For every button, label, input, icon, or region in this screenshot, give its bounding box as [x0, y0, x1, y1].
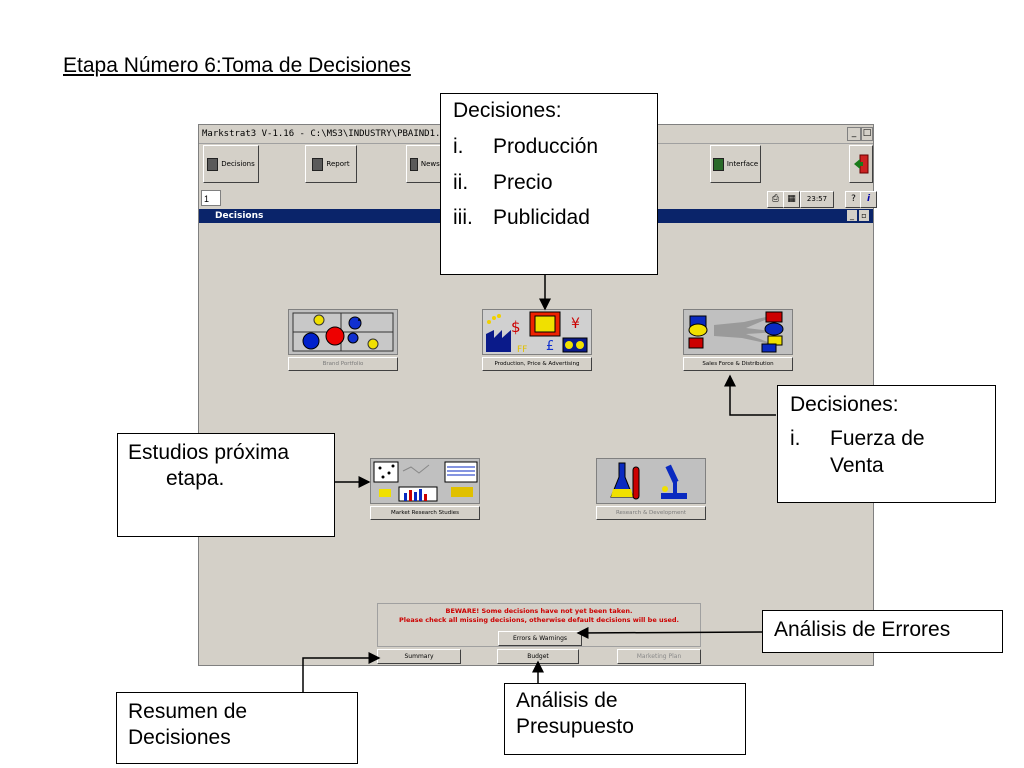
research-development-label: Research & Development	[596, 506, 706, 520]
interface-icon	[712, 157, 724, 171]
markstrat-window: Markstrat3 V-1.16 - C:\MS3\INDUSTRY\PBAI…	[198, 124, 877, 666]
help-button[interactable]: ?	[845, 191, 862, 208]
decisiones-heading: Decisiones:	[453, 99, 562, 122]
market-research-studies-label: Market Research Studies	[370, 506, 480, 520]
exit-door-icon	[854, 154, 869, 174]
brand-portfolio-module[interactable]: Brand Portfolio	[288, 309, 398, 371]
brand-portfolio-label: Brand Portfolio	[288, 357, 398, 371]
warning-panel: BEWARE! Some decisions have not yet been…	[377, 603, 701, 647]
list-item-text: Precio	[493, 170, 553, 194]
sales-force-distribution-label: Sales Force & Distribution	[683, 357, 793, 371]
list-item: i. Fuerza de Venta	[790, 426, 983, 479]
interface-toolbar-label: Interface	[726, 160, 759, 168]
resumen-callout: Resumen de Decisiones	[116, 692, 358, 764]
fuerza-venta-line-1: Fuerza de	[830, 427, 925, 451]
list-item: i. Producción	[453, 134, 645, 160]
fuerza-venta-callout: Decisiones: i. Fuerza de Venta	[777, 385, 996, 503]
presupuesto-callout: Análisis de Presupuesto	[504, 683, 746, 755]
market-research-studies-image	[370, 458, 480, 504]
production-price-advertising-module[interactable]: $ ¥ £ FF Production, Price & Advertising	[482, 309, 592, 371]
warning-line-2: Please check all missing decisions, othe…	[398, 616, 680, 624]
production-price-advertising-image: $ ¥ £ FF	[482, 309, 592, 355]
slide-title: Etapa Número 6:Toma de Decisiones	[63, 54, 411, 77]
fuerza-venta-line-2: Venta	[830, 453, 884, 477]
estudios-callout: Estudios próxima etapa.	[117, 433, 335, 537]
newsletter-toolbar-label: Newsle	[420, 160, 446, 168]
yen-symbol: ¥	[571, 316, 580, 332]
minimize-button[interactable]: _	[847, 127, 861, 141]
list-item-text: Fuerza de Venta	[830, 426, 925, 479]
decisions-toolbar-label: Decisions	[221, 160, 255, 168]
pound-symbol: £	[546, 339, 554, 354]
errores-callout: Análisis de Errores	[762, 610, 1003, 653]
brand-portfolio-image	[288, 309, 398, 355]
maximize-button[interactable]: □	[861, 127, 873, 141]
list-item-text: Publicidad	[493, 205, 590, 229]
decisions-icon	[207, 157, 219, 171]
list-item-number: ii.	[453, 170, 469, 194]
estudios-line-1: Estudios próxima	[128, 441, 290, 464]
resumen-line-2: Decisiones	[128, 726, 231, 750]
report-toolbar-button[interactable]: Report	[305, 145, 357, 183]
list-item: iii. Publicidad	[453, 205, 645, 231]
sales-force-distribution-module[interactable]: Sales Force & Distribution	[683, 309, 793, 371]
info-button[interactable]: i	[860, 191, 877, 208]
research-development-image	[596, 458, 706, 504]
sales-force-distribution-image	[683, 309, 793, 355]
market-research-studies-module[interactable]: Market Research Studies	[370, 458, 480, 520]
list-item-number: i.	[790, 427, 801, 451]
marketing-plan-button[interactable]: Marketing Plan	[617, 649, 701, 664]
exit-button[interactable]	[849, 145, 873, 183]
period-spinner[interactable]: 1	[201, 190, 221, 206]
resumen-line-1: Resumen de	[128, 700, 248, 723]
decisions-toolbar-button[interactable]: Decisions	[203, 145, 259, 183]
fuerza-venta-heading: Decisiones:	[790, 393, 899, 416]
presupuesto-line-1: Análisis de	[516, 689, 618, 712]
subwindow-title: Decisions	[215, 211, 264, 221]
newsletter-icon	[410, 157, 418, 171]
list-item-number: iii.	[453, 205, 473, 229]
report-icon	[312, 157, 324, 171]
list-item-text: Producción	[493, 135, 599, 159]
list-item: ii. Precio	[453, 170, 645, 196]
clock-display: 23:57	[800, 191, 834, 208]
sub-minimize-button[interactable]: _	[847, 210, 857, 221]
calculator-icon[interactable]: ▦	[783, 191, 800, 208]
decisiones-callout: Decisiones: i. Producción ii. Precio iii. P…	[440, 93, 658, 275]
franc-symbol: FF	[517, 345, 527, 354]
dollar-symbol: $	[511, 318, 521, 336]
research-development-module[interactable]: Research & Development	[596, 458, 706, 520]
decisiones-list: i. Producción ii. Precio iii. Publicidad	[453, 134, 645, 231]
interface-toolbar-button[interactable]: Interface	[710, 145, 761, 183]
sub-restore-button[interactable]: ▫	[859, 210, 869, 221]
estudios-line-2: etapa.	[166, 467, 225, 491]
warning-line-1: BEWARE! Some decisions have not yet been…	[445, 607, 633, 615]
production-price-advertising-label: Production, Price & Advertising	[482, 357, 592, 371]
report-toolbar-label: Report	[326, 160, 350, 168]
list-item-number: i.	[453, 135, 464, 159]
presupuesto-line-2: Presupuesto	[516, 715, 634, 739]
